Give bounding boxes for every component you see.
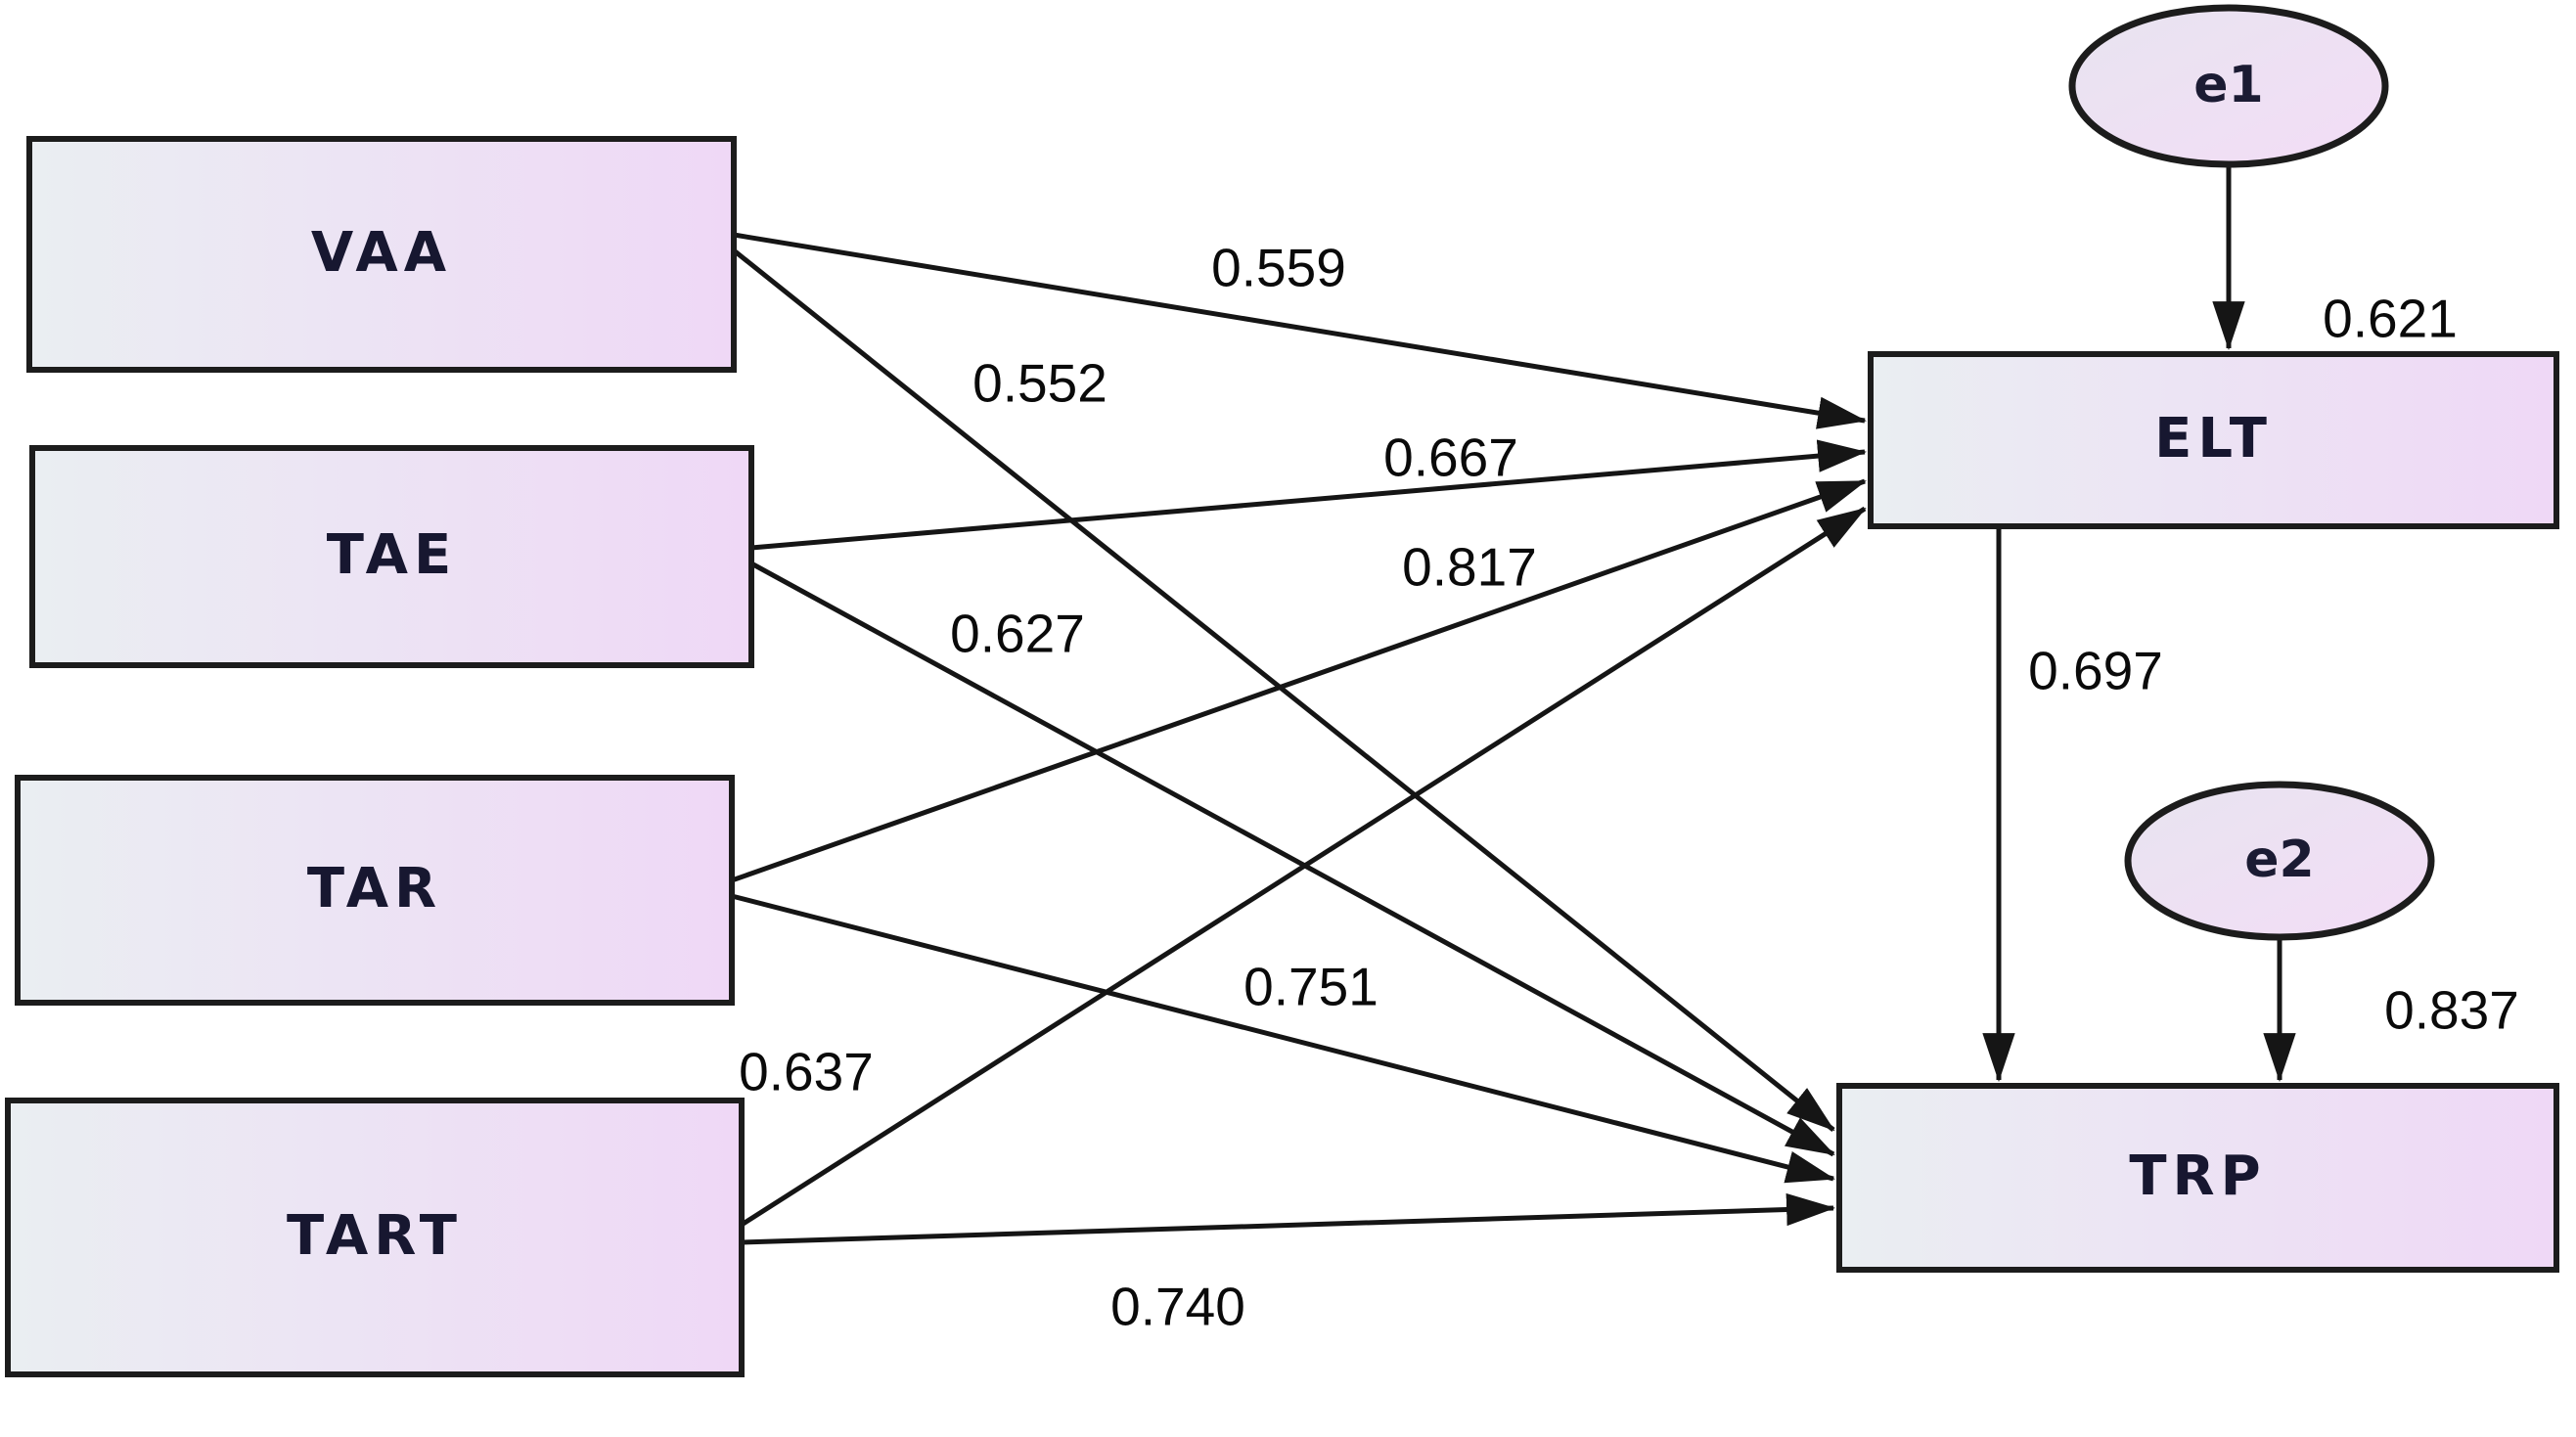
coefficient-e1-to-ELT: 0.621	[2323, 289, 2458, 349]
path-TAR-to-TRP	[731, 893, 1836, 1184]
path-VAA-to-ELT	[733, 232, 1868, 429]
coefficient-TAE-to-ELT: 0.667	[1383, 427, 1518, 488]
path-TART-to-ELT	[740, 506, 1867, 1228]
error-term-label-e1: e1	[2193, 56, 2263, 114]
error-term-e1	[2068, 4, 2389, 168]
node-VAA	[26, 136, 737, 373]
error-term-e2	[2124, 781, 2435, 941]
coefficient-TAR-to-TRP: 0.751	[1243, 957, 1378, 1017]
path-TAE-to-ELT	[750, 439, 1868, 551]
path-VAA-to-TRP	[732, 248, 1835, 1132]
coefficient-TART-to-ELT: 0.637	[739, 1042, 874, 1102]
node-TAE	[29, 445, 754, 668]
node-label-VAA: VAA	[311, 221, 452, 285]
node-label-TART: TART	[287, 1204, 463, 1268]
node-TART	[5, 1098, 745, 1377]
node-ELT	[1868, 351, 2559, 529]
coefficient-TART-to-TRP: 0.740	[1110, 1277, 1245, 1337]
coefficient-TAR-to-ELT: 0.817	[1402, 537, 1537, 598]
node-label-TRP: TRP	[2129, 1145, 2266, 1208]
node-label-ELT: ELT	[2154, 407, 2273, 471]
path-TART-to-TRP	[741, 1192, 1836, 1245]
coefficient-TAE-to-TRP: 0.627	[950, 604, 1085, 664]
error-term-label-e2: e2	[2244, 831, 2314, 889]
node-TAR	[15, 775, 735, 1006]
coefficient-ELT-to-TRP: 0.697	[2028, 641, 2163, 701]
coefficient-e2-to-TRP: 0.837	[2384, 980, 2519, 1041]
path-TAE-to-TRP	[749, 561, 1835, 1157]
coefficient-VAA-to-TRP: 0.552	[972, 353, 1107, 414]
node-label-TAR: TAR	[307, 857, 442, 921]
node-label-TAE: TAE	[327, 523, 457, 587]
node-TRP	[1836, 1083, 2559, 1273]
coefficient-VAA-to-ELT: 0.559	[1211, 238, 1346, 298]
path-TAR-to-ELT	[731, 478, 1867, 883]
